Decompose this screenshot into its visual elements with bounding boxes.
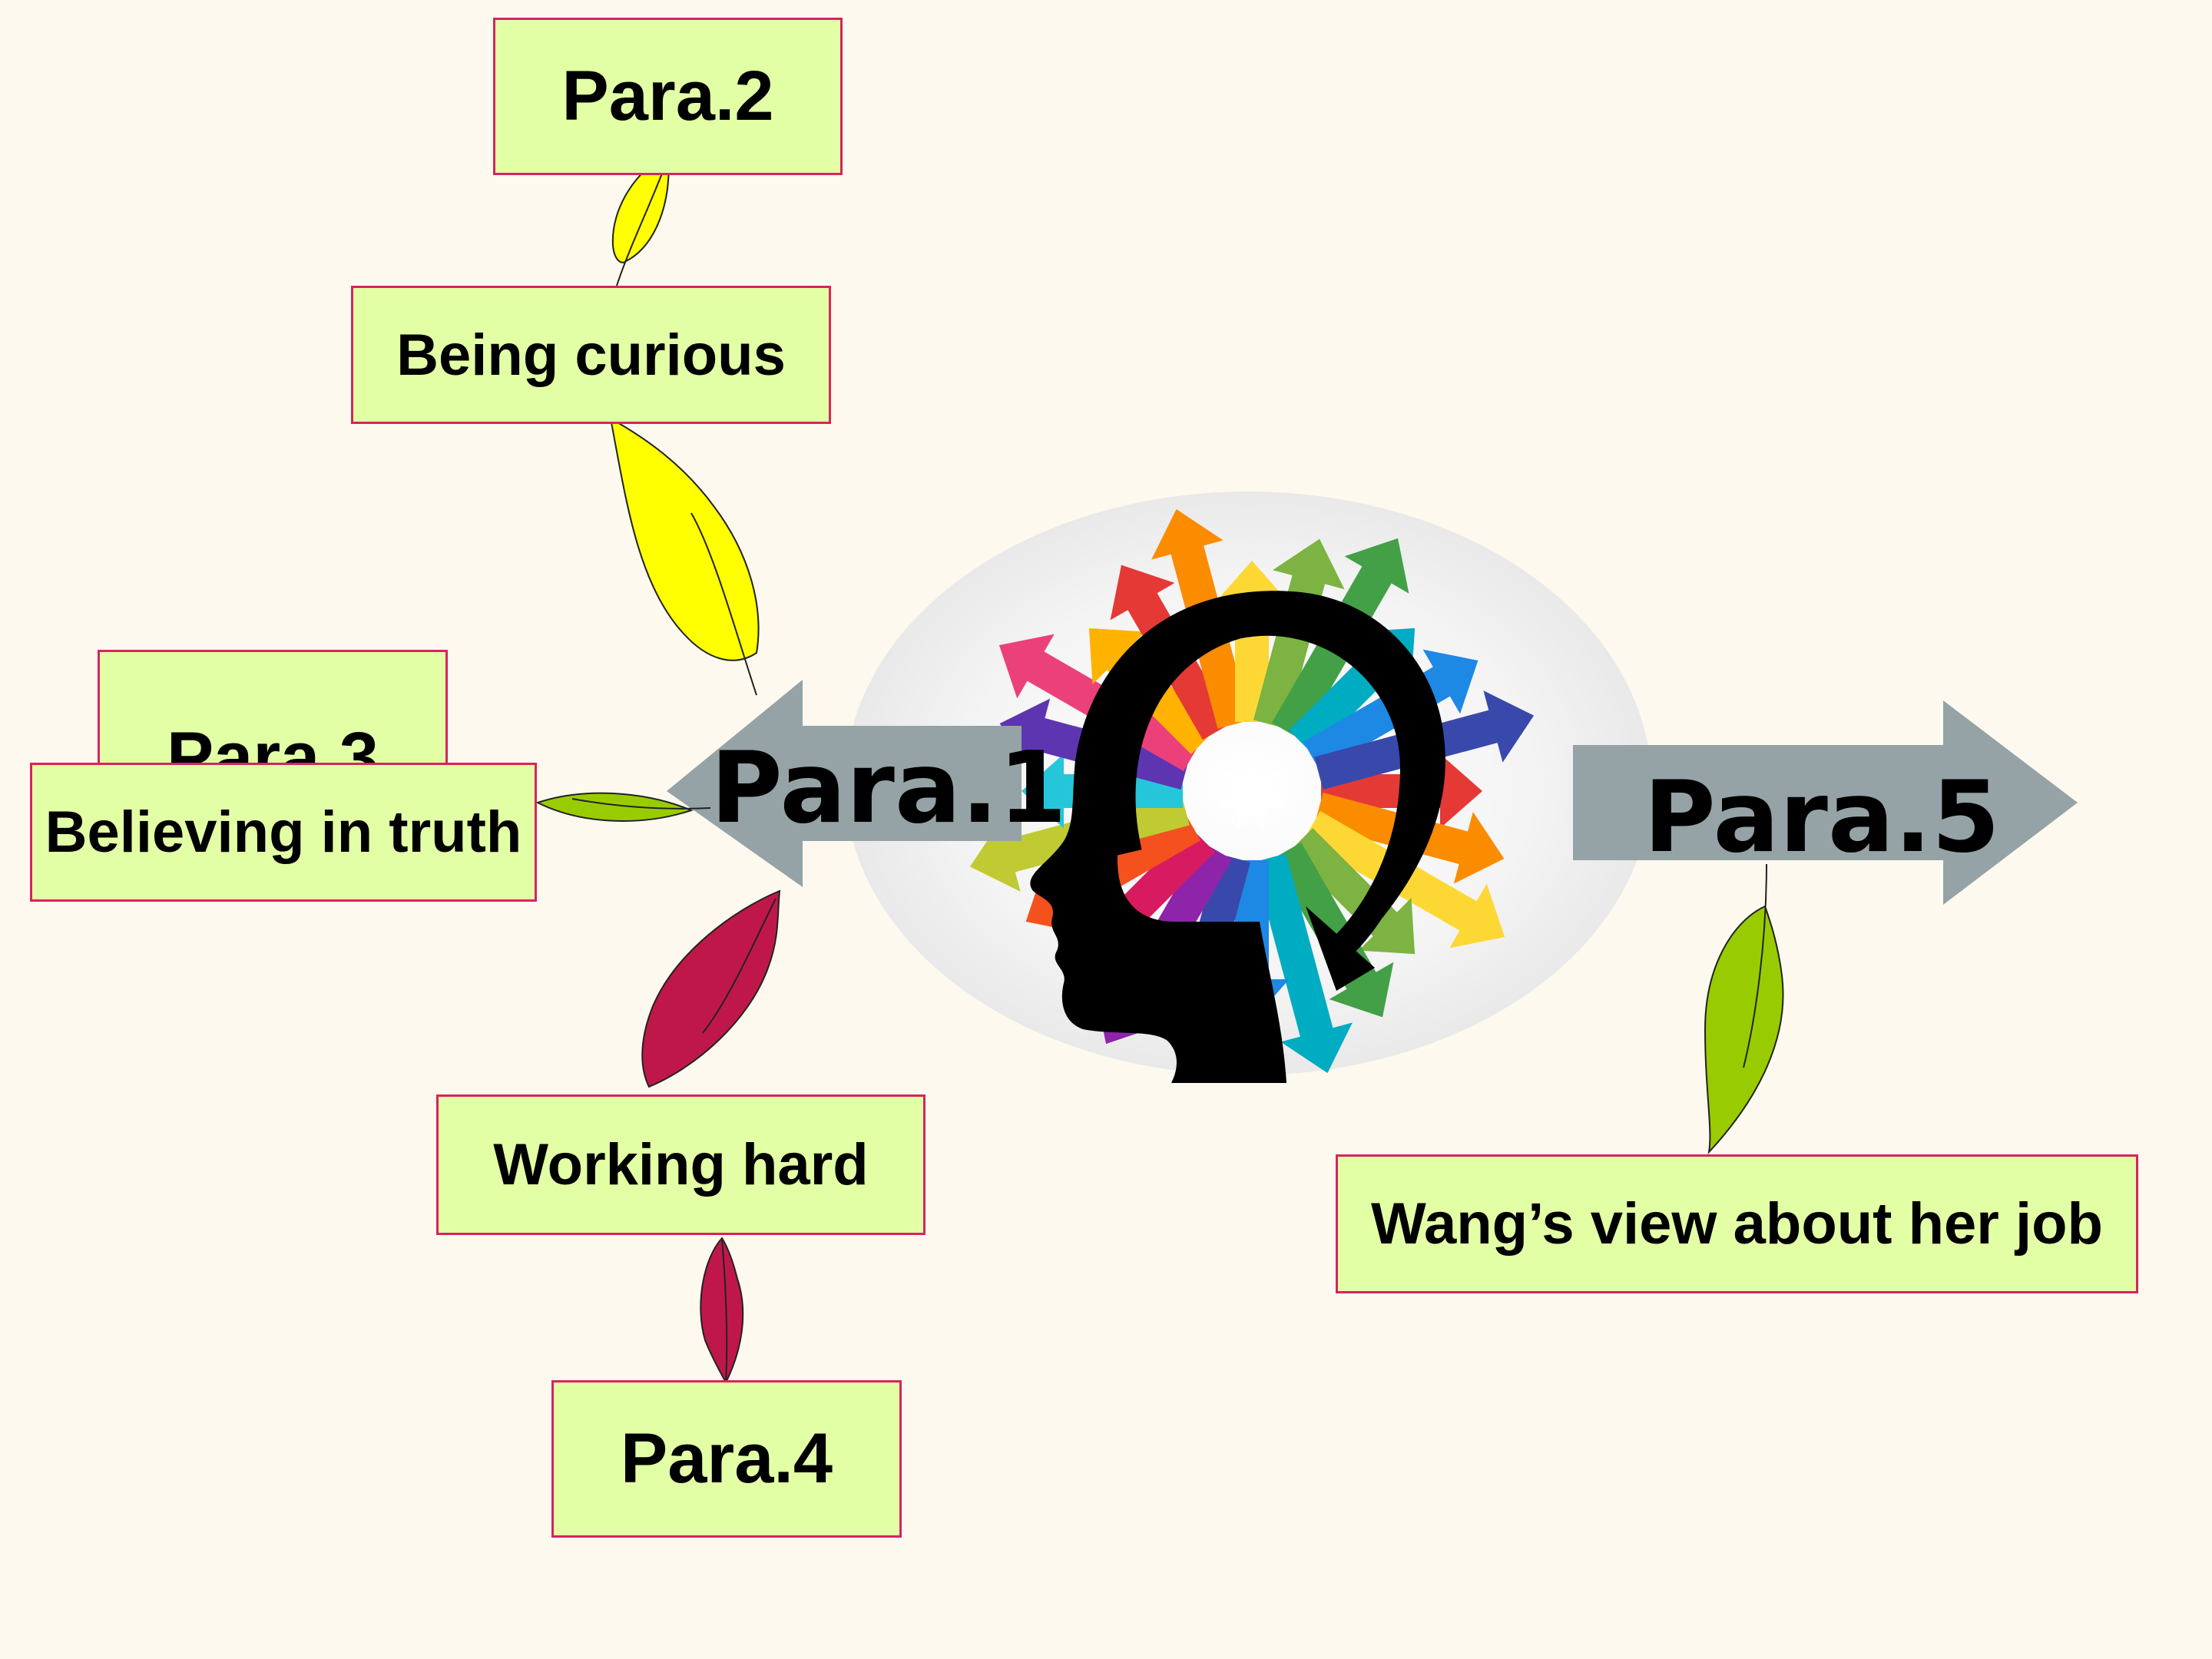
leaf-curious-para1 (609, 417, 760, 696)
arrow-para1 (667, 680, 1022, 887)
box-para4: Para.4 (551, 1380, 902, 1538)
burst-arrow-icon (1289, 828, 1416, 955)
arrow-label-para5: Para.5 (1644, 760, 2000, 875)
box-wang-view: Wang’s view about her job (1336, 1154, 2138, 1293)
arrow-label-para1: Para.1 (710, 731, 1067, 846)
circular-arrowhead-icon (1306, 906, 1375, 991)
burst-arrow-icon (1253, 853, 1353, 1074)
leaf-working-para1 (641, 889, 781, 1088)
circular-arrow-icon (1109, 609, 1427, 955)
head-illustration (845, 492, 1651, 1083)
box-believing-in-truth: Believing in truth (30, 763, 537, 902)
leaf-para5-wang (1704, 863, 1784, 1155)
box-para2: Para.2 (493, 18, 843, 175)
box-working-hard: Working hard (436, 1094, 926, 1235)
box-being-curious: Being curious (351, 286, 831, 424)
leaf-working-para4 (700, 1237, 744, 1385)
arrow-para5 (1573, 700, 2078, 905)
leaf-truth-para1 (535, 792, 711, 822)
star-center-icon (1217, 757, 1286, 830)
